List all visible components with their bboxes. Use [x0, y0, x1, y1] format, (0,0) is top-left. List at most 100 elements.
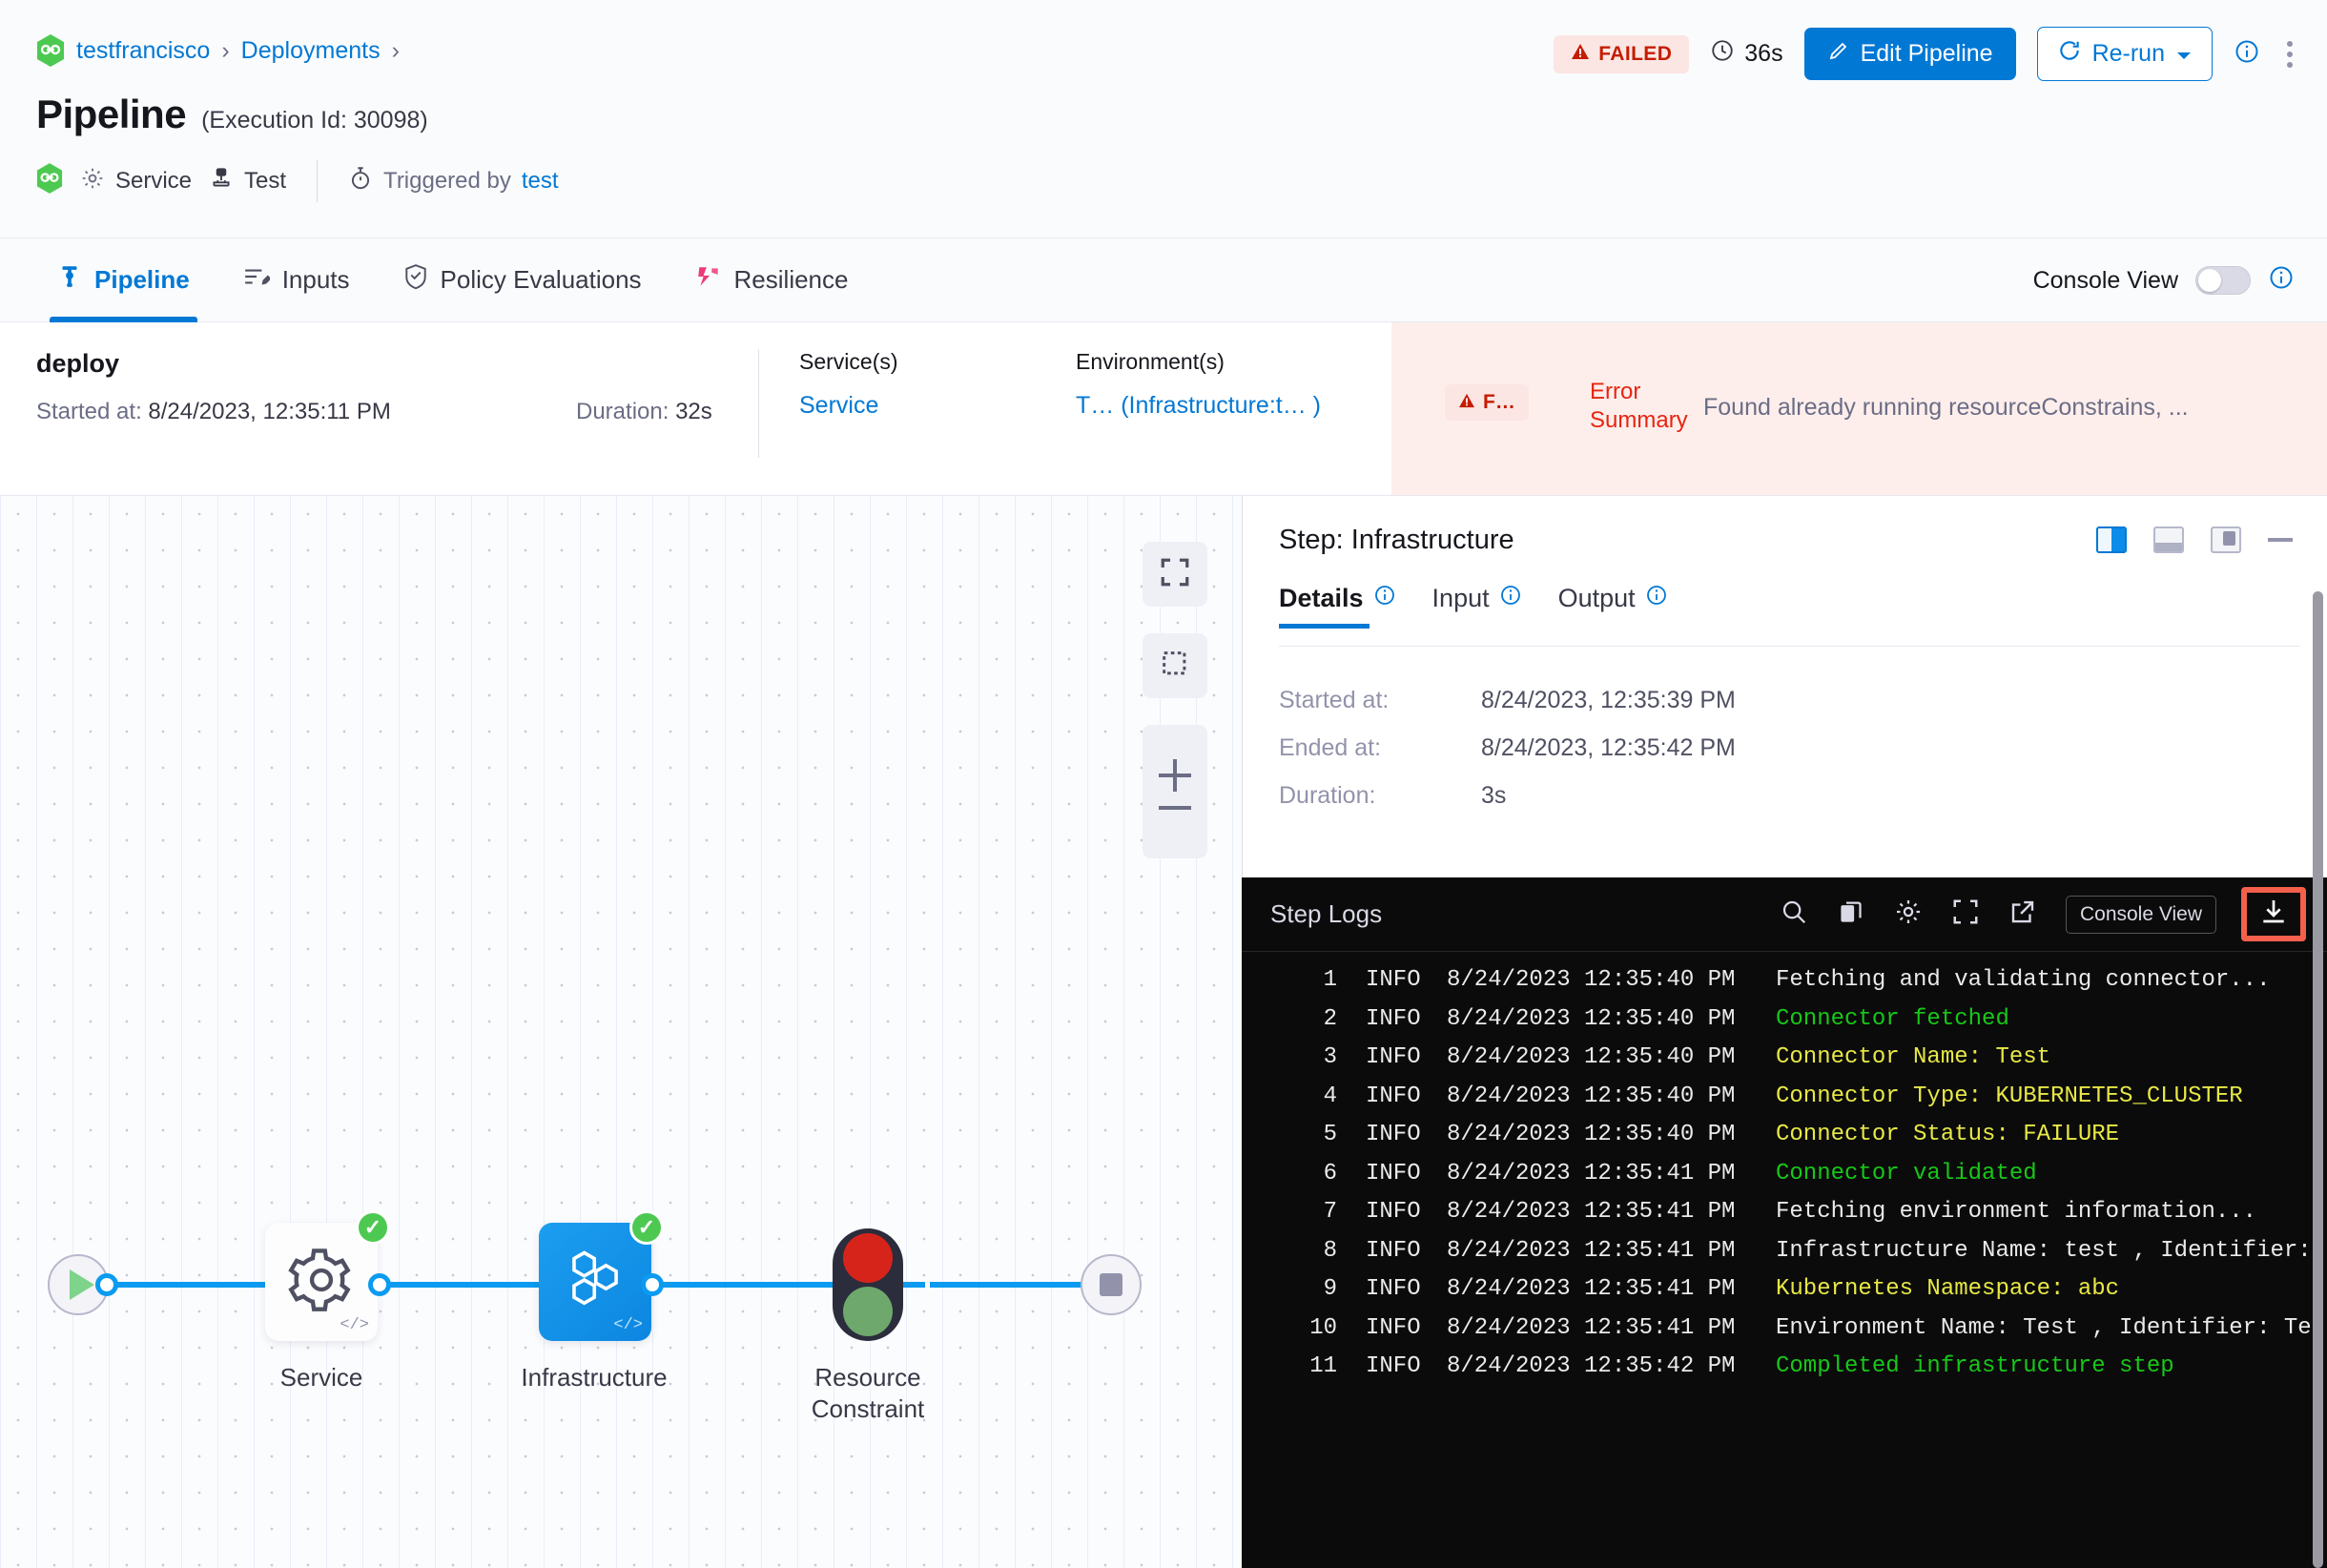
search-icon[interactable]: [1780, 897, 1808, 931]
zoom-to-selection-button[interactable]: [1143, 633, 1207, 698]
log-line: 10 INFO 8/24/2023 12:35:41 PM Environmen…: [1242, 1315, 2327, 1354]
tab-policy-evaluations[interactable]: Policy Evaluations: [382, 238, 663, 322]
error-summary-label: Error Summary: [1590, 379, 1688, 433]
graph-node-resource-constraint-label: Resource Constraint: [811, 1363, 925, 1424]
log-line-number: 1: [1323, 967, 1337, 993]
download-logs-button[interactable]: [2241, 887, 2306, 941]
minus-icon[interactable]: [1159, 806, 1191, 810]
tab-resilience-label: Resilience: [733, 265, 849, 294]
log-line-level: INFO: [1366, 967, 1421, 993]
log-line-number: 7: [1323, 1199, 1337, 1225]
stage-duration: Duration: 32s: [576, 399, 712, 425]
harness-logo-icon: [36, 34, 65, 67]
step-logs-body[interactable]: 1 INFO 8/24/2023 12:35:40 PM Fetching an…: [1242, 952, 2327, 1568]
console-view-info-icon[interactable]: [2268, 264, 2295, 298]
step-logs-header: Step Logs Console View: [1242, 877, 2327, 952]
rerun-label: Re-run: [2091, 40, 2165, 67]
log-line-timestamp: 8/24/2023 12:35:40 PM: [1447, 1122, 1736, 1147]
expand-icon: [1159, 556, 1191, 593]
breadcrumb: testfrancisco › Deployments ›: [36, 34, 400, 67]
log-line: 7 INFO 8/24/2023 12:35:41 PM Fetching en…: [1242, 1199, 2327, 1238]
fullscreen-icon[interactable]: [1951, 897, 1980, 931]
stage-summary-bar: deploy Started at: 8/24/2023, 12:35:11 P…: [0, 322, 2327, 496]
panel-bottom-icon[interactable]: [2153, 526, 2184, 553]
tab-inputs[interactable]: Inputs: [222, 238, 371, 322]
log-line-level: INFO: [1366, 1199, 1421, 1225]
tab-pipeline[interactable]: Pipeline: [36, 238, 211, 322]
meta-service: Service: [80, 166, 192, 197]
log-console-view-button[interactable]: Console View: [2065, 895, 2216, 934]
step-tab-input[interactable]: Input: [1432, 584, 1522, 629]
fit-to-screen-button[interactable]: [1143, 542, 1207, 607]
info-icon[interactable]: [1373, 584, 1396, 613]
log-line-number: 2: [1323, 1005, 1337, 1032]
panel-layout-controls: [2096, 526, 2293, 553]
detail-value-started: 8/24/2023, 12:35:39 PM: [1481, 687, 1736, 713]
log-line-timestamp: 8/24/2023 12:35:42 PM: [1447, 1353, 1736, 1379]
stage-duration-value: 32s: [675, 399, 712, 424]
info-icon[interactable]: [1645, 584, 1668, 613]
log-line-message: Connector Type: KUBERNETES_CLUSTER: [1776, 1083, 2243, 1109]
step-tab-details-label: Details: [1279, 584, 1364, 612]
log-line: 11 INFO 8/24/2023 12:35:42 PM Completed …: [1242, 1353, 2327, 1393]
detail-value-ended: 8/24/2023, 12:35:42 PM: [1481, 734, 1736, 761]
page-scrollbar[interactable]: [2313, 591, 2323, 1568]
breadcrumb-item-deployments[interactable]: Deployments: [240, 36, 381, 64]
environments-value[interactable]: T… (Infrastructure:t… ): [1076, 392, 1321, 419]
log-line-message: Completed infrastructure step: [1776, 1353, 2174, 1379]
edge-service-infra: [273, 1282, 607, 1288]
inputs-icon: [243, 264, 272, 296]
step-tab-details[interactable]: Details: [1279, 584, 1396, 629]
step-tabs-underline: [1279, 646, 2300, 647]
execution-duration-label: 36s: [1744, 40, 1783, 67]
info-icon[interactable]: [2234, 38, 2260, 70]
plus-icon[interactable]: [1159, 759, 1191, 792]
kebab-menu-icon[interactable]: [2281, 35, 2298, 73]
panel-right-icon[interactable]: [2096, 526, 2127, 553]
services-value[interactable]: Service: [799, 392, 879, 419]
detail-key-ended: Ended at:: [1279, 734, 1382, 761]
info-icon[interactable]: [1499, 584, 1522, 613]
traffic-light-red-icon: [843, 1232, 893, 1283]
open-external-icon[interactable]: [2008, 897, 2037, 931]
graph-node-resource-constraint[interactable]: [833, 1228, 903, 1341]
step-logs-title: Step Logs: [1270, 899, 1383, 928]
rerun-button[interactable]: Re-run: [2036, 27, 2213, 81]
log-line-message: Connector Name: Test: [1776, 1044, 2051, 1070]
breadcrumb-item-project[interactable]: testfrancisco: [76, 36, 211, 64]
resilience-icon: [695, 264, 722, 296]
step-tab-output[interactable]: Output: [1558, 584, 1668, 629]
minimize-icon[interactable]: [2268, 538, 2293, 542]
detail-key-duration: Duration:: [1279, 782, 1376, 809]
meta-environment: Test: [209, 166, 286, 197]
play-icon: [70, 1269, 94, 1300]
header-actions: FAILED 36s Edit Pipeline Re-run: [1554, 27, 2298, 81]
graph-end-node[interactable]: [1081, 1254, 1142, 1315]
gear-icon[interactable]: [1894, 897, 1923, 931]
log-line-number: 4: [1323, 1083, 1337, 1109]
graph-node-service[interactable]: </> ✓: [265, 1210, 390, 1341]
tab-resilience[interactable]: Resilience: [674, 238, 870, 322]
edge-resource-end: [930, 1282, 1102, 1288]
status-success-icon: ✓: [629, 1210, 664, 1245]
graph-node-infrastructure[interactable]: </> ✓: [539, 1210, 664, 1341]
zoom-controls[interactable]: [1143, 725, 1207, 858]
detail-value-duration: 3s: [1481, 782, 1507, 809]
copy-icon[interactable]: [1837, 897, 1865, 931]
step-panel-header: Step: Infrastructure: [1243, 496, 2319, 584]
log-line-message: Connector validated: [1776, 1160, 2037, 1186]
step-panel-title: Step: Infrastructure: [1279, 524, 1514, 555]
status-success-icon: ✓: [356, 1210, 390, 1245]
triggered-by-user[interactable]: test: [521, 168, 559, 194]
log-line-number: 10: [1309, 1314, 1337, 1341]
breadcrumb-separator: ›: [221, 36, 230, 64]
code-tag-icon: </>: [340, 1316, 369, 1334]
log-line-level: INFO: [1366, 1083, 1421, 1109]
step-details-list: Started at: 8/24/2023, 12:35:39 PM Ended…: [1279, 687, 1736, 830]
graph-start-node[interactable]: [48, 1254, 109, 1315]
pipeline-graph-canvas[interactable]: </> ✓ Service </> ✓ Infrastructure Reso: [0, 496, 1242, 1568]
panel-float-icon[interactable]: [2211, 526, 2241, 553]
port-infra-out: [641, 1273, 664, 1296]
console-view-switch[interactable]: [2195, 266, 2251, 295]
edit-pipeline-button[interactable]: Edit Pipeline: [1803, 28, 2016, 80]
